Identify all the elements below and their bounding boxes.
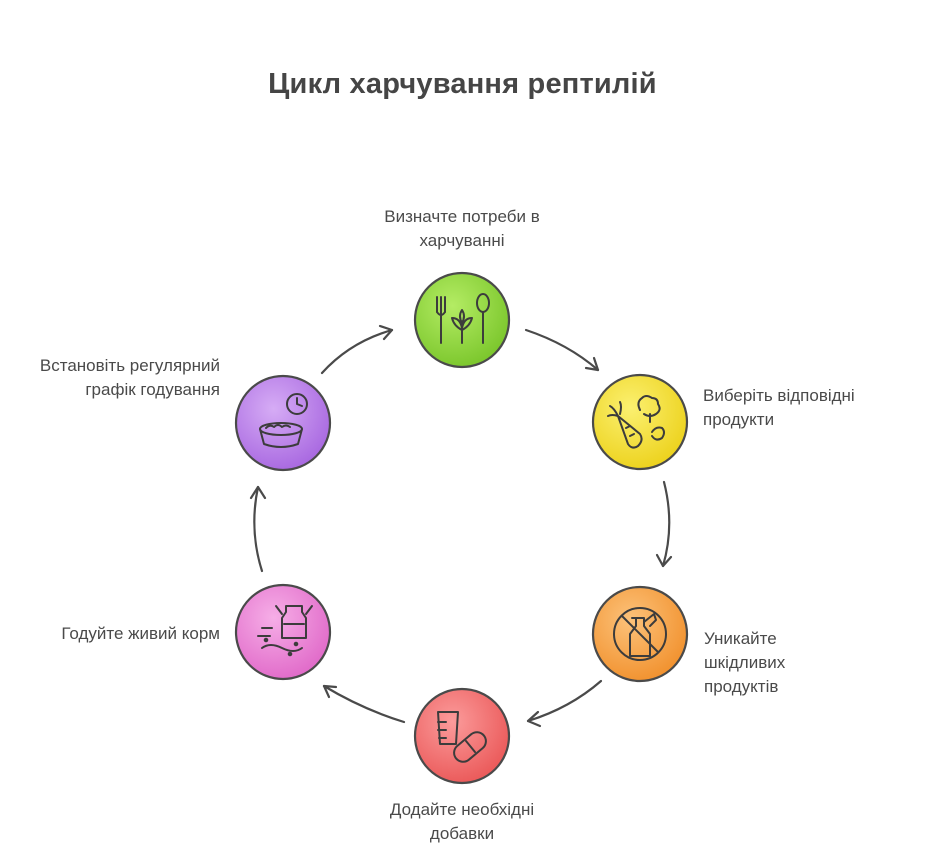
diagram-title: Цикл харчування рептилій [268, 68, 657, 100]
step-5-node [234, 583, 332, 681]
arrow-6-to-1 [320, 324, 394, 375]
step-3-label: Уникайте шкідливих продуктів [704, 629, 786, 696]
step-2-label: Виберіть відповідні продукти [703, 386, 855, 429]
live-feed-icon [257, 605, 313, 657]
step-5-label: Годуйте живий корм [61, 624, 220, 643]
cutlery-plant-icon [436, 293, 490, 344]
arrow-2-to-3 [655, 480, 673, 568]
arrow-4-to-5 [322, 684, 406, 724]
feeding-bowl-clock-icon [259, 393, 308, 448]
carrot-broccoli-icon [607, 395, 665, 449]
step-1-node [413, 271, 511, 369]
arrow-1-to-2 [524, 328, 600, 372]
step-2-node [591, 373, 689, 471]
step-6-node [234, 374, 332, 472]
arrow-5-to-6 [249, 485, 267, 573]
no-food-icon [613, 607, 667, 661]
step-4-label: Додайте необхідні добавки [389, 800, 535, 843]
arrow-3-to-4 [526, 679, 603, 728]
step-1-label: Визначте потреби в харчуванні [384, 207, 540, 250]
supplement-pill-icon [437, 711, 487, 763]
step-6-label: Встановіть регулярний графік годування [39, 356, 220, 399]
step-4-node [413, 687, 511, 785]
step-3-node [591, 585, 689, 683]
